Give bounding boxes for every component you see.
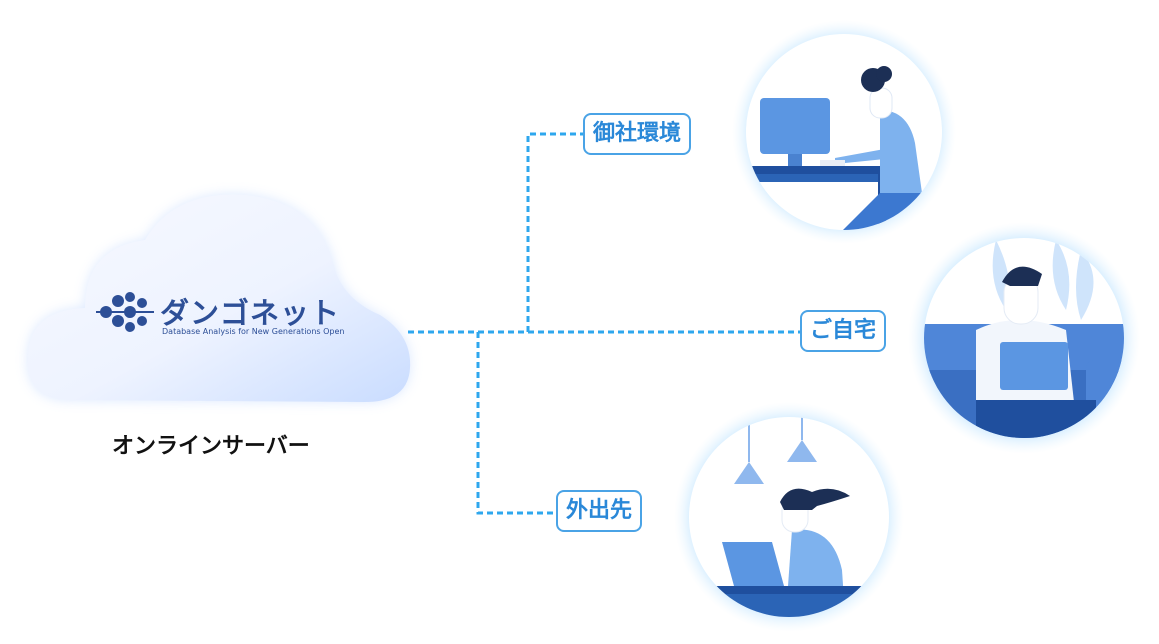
- tag-office: 御社環境: [583, 113, 692, 155]
- line-office: [526, 132, 583, 332]
- dangonet-logo-icon: [96, 292, 154, 332]
- home-illustration: [908, 222, 1140, 454]
- tag-home: ご自宅: [800, 310, 887, 352]
- office-illustration: [732, 20, 956, 244]
- brand-name: ダンゴネット: [160, 296, 341, 330]
- tag-outside: 外出先: [556, 490, 643, 532]
- server-caption: オンラインサーバー: [112, 434, 310, 459]
- outside-illustration: [674, 402, 904, 632]
- cloud-shape: [27, 194, 411, 402]
- brand-tagline: Database Analysis for New Generations Op…: [162, 327, 345, 336]
- line-outside: [476, 332, 556, 515]
